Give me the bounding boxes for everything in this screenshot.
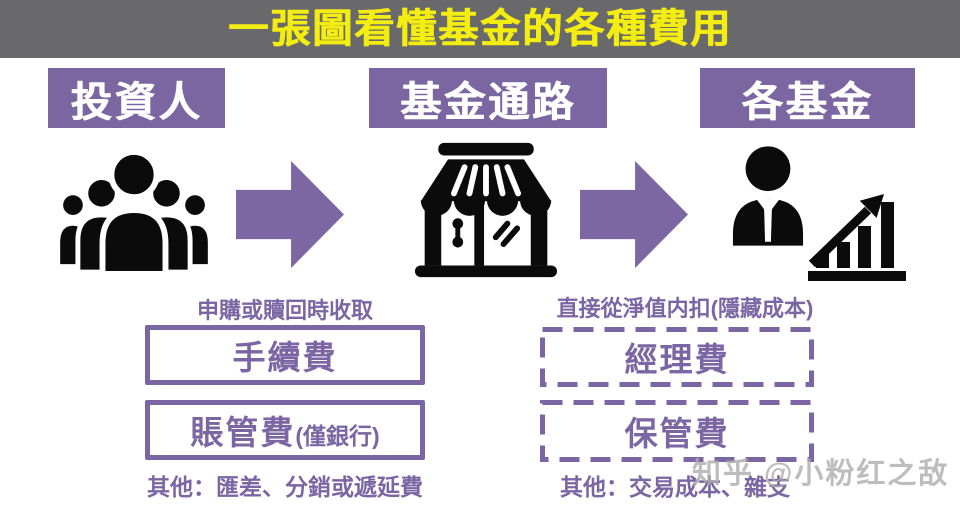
title-banner: 一張圖看懂基金的各種費用	[0, 0, 960, 58]
dashed-border	[540, 400, 814, 462]
header-investor: 投資人	[48, 68, 225, 128]
flow-arrow-icon	[580, 161, 688, 268]
right-caption: 直接從淨值内扣(隱藏成本)	[556, 296, 814, 321]
left-caption: 申購或贖回時收取	[196, 298, 373, 323]
fee-account-mgmt-label: 賬管費	[190, 414, 296, 451]
header-funds: 各基金	[700, 68, 915, 128]
right-other-fees: 其他：交易成本、雜支	[560, 474, 790, 500]
people-group-icon	[60, 148, 208, 274]
fee-management-label: 經理費	[624, 341, 730, 378]
left-other-fees: 其他：匯差、分銷或遞延費	[147, 474, 423, 500]
flow-arrow-icon	[236, 161, 344, 268]
dashed-border	[540, 327, 814, 387]
growth-bar-chart-icon	[806, 186, 908, 282]
header-investor-label: 投資人	[70, 79, 203, 125]
fee-custody-label: 保管費	[624, 415, 730, 452]
header-fund-channel: 基金通路	[369, 68, 607, 128]
watermark: 知乎 @小粉红之敌	[692, 458, 950, 490]
fee-box-handling: 手續費	[145, 325, 425, 385]
fee-handling-label: 手續費	[232, 339, 338, 376]
page-title: 一張圖看懂基金的各種費用	[228, 7, 732, 51]
businessman-icon	[731, 143, 805, 247]
header-funds-label: 各基金	[741, 79, 874, 125]
header-fund-channel-label: 基金通路	[400, 79, 576, 125]
fee-box-management: 經理費	[540, 327, 814, 387]
fee-box-account-mgmt: 賬管費(僅銀行)	[145, 400, 425, 460]
fee-account-mgmt-note: (僅銀行)	[295, 423, 380, 449]
fee-box-custody: 保管費	[540, 400, 814, 462]
storefront-icon	[413, 140, 559, 278]
